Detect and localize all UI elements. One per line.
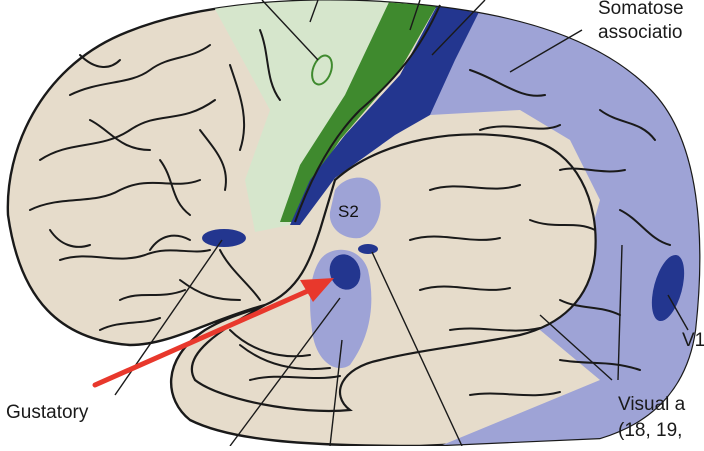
sulci-lines <box>29 29 671 397</box>
gustatory-label: Gustatory <box>6 402 89 423</box>
somatosensory-label-line1: Somatose <box>598 0 684 19</box>
gustatory-pointer-arrow <box>92 278 334 388</box>
visual-association-label-line1: Visual a <box>618 394 686 415</box>
s2-label: S2 <box>338 202 359 221</box>
somatosensory-label-line2: associatio <box>598 22 683 43</box>
primary-somatosensory-strip <box>290 0 485 225</box>
visual-association-label-line2: (18, 19, <box>618 420 683 441</box>
v1-area <box>651 254 685 322</box>
motor-association-area <box>210 0 410 232</box>
gustatory-spot <box>329 254 361 290</box>
vestibular-spot <box>358 244 378 254</box>
frontal-blue-spot <box>202 229 246 247</box>
central-sulcus-line <box>294 4 441 223</box>
v1-label: V1 <box>682 330 704 351</box>
frontal-eye-field-outline <box>311 54 333 86</box>
s2-region <box>329 177 381 239</box>
somatosensory-association-area <box>400 0 700 446</box>
